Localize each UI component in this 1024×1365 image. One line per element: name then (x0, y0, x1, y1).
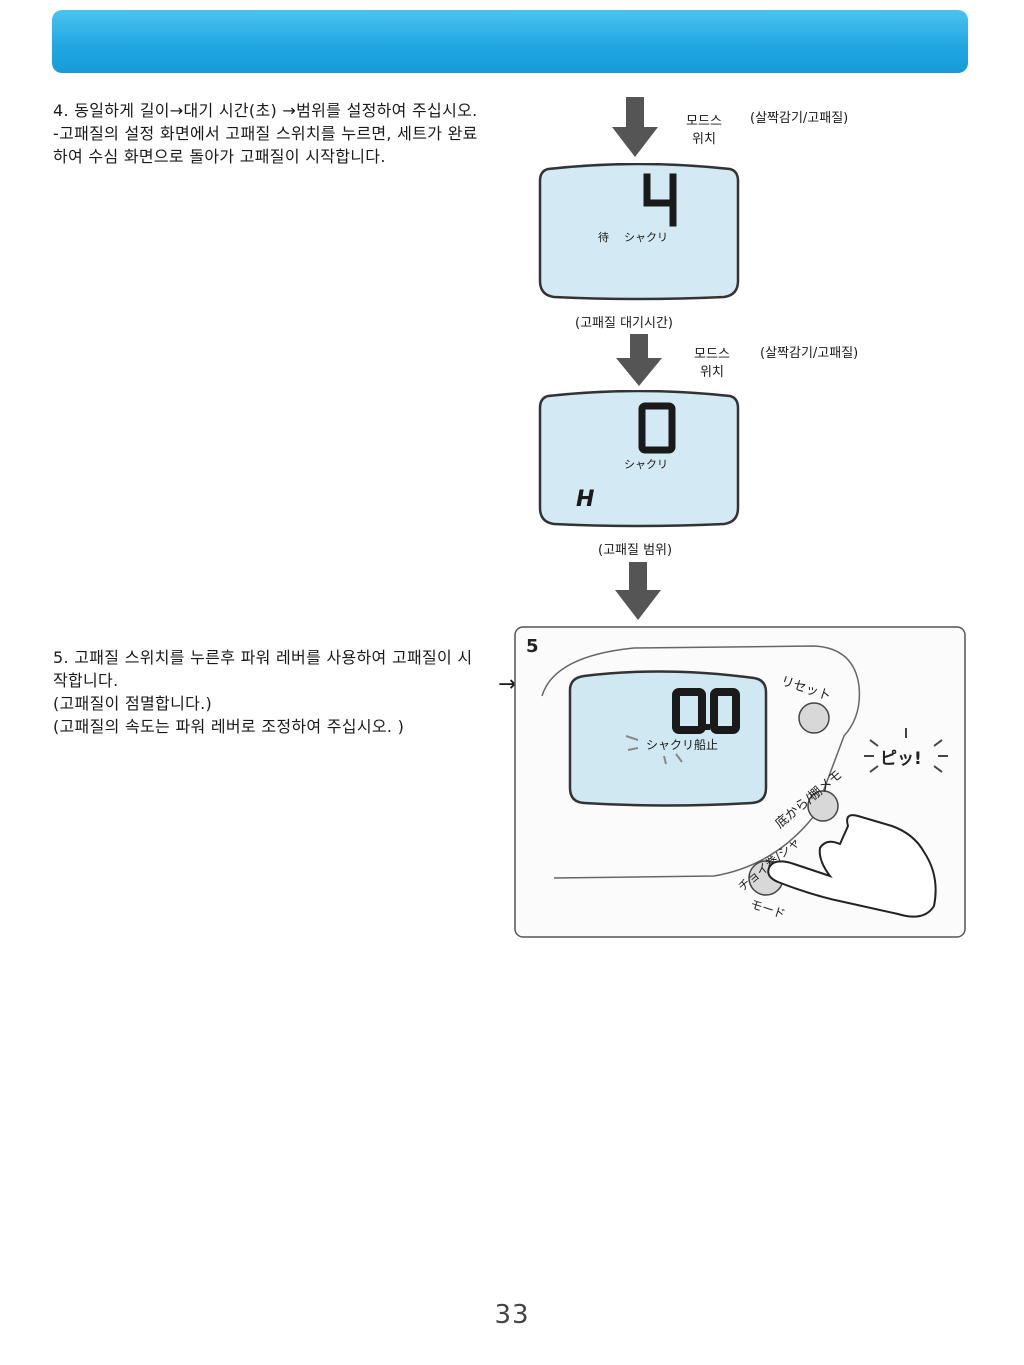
readout-glyph (672, 688, 740, 734)
mode-switch-label: 모드스 위치 (694, 347, 730, 380)
digit-0-glyph (638, 402, 676, 454)
step4-line1: 4. 동일하게 길이→대기 시간(초) →범위를 설정하여 주십시오. (53, 101, 478, 120)
step4-line2: -고패질의 설정 화면에서 고패질 스위치를 누르면, 세트가 완료하여 수심 … (53, 124, 478, 166)
digit-4-glyph (643, 173, 677, 227)
bottom-memo-button (807, 790, 839, 822)
range-indicator: H (576, 487, 594, 512)
step4-text: 4. 동일하게 길이→대기 시간(초) →범위를 설정하여 주십시오. -고패질… (53, 99, 483, 168)
down-arrow-icon (612, 97, 658, 157)
lcd-screen-wait-time: 待 シャクリ (538, 163, 740, 301)
down-arrow-icon (615, 562, 661, 620)
panel-step-number: 5 (526, 636, 539, 657)
header-bar (52, 10, 968, 73)
step5-line3: (고패질의 속도는 파워 레버로 조정하여 주십시오. ) (53, 717, 405, 736)
mode-switch-label: 모드스 위치 (686, 114, 722, 147)
wait-time-caption: (고패질 대기시간) (575, 316, 673, 331)
side-arrow: → (498, 672, 517, 697)
page-number: 33 (494, 1300, 530, 1330)
range-caption: (고패질 범위) (598, 543, 673, 558)
blink-marks-icon (625, 735, 683, 765)
jig-mode-label: (살짝감기/고패질) (760, 346, 859, 361)
beep-label: ピッ! (880, 749, 922, 769)
reset-button (798, 702, 830, 734)
lcd-screen-range: シャクリ H (538, 390, 740, 528)
panel-status: シャクリ船止 (646, 738, 718, 752)
jig-label: シャクリ (624, 231, 668, 244)
step5-line2: (고패질이 점멸합니다.) (53, 694, 213, 713)
jig-label: シャクリ (624, 458, 668, 471)
down-arrow-icon (616, 334, 662, 386)
pointing-hand-icon (767, 814, 937, 918)
beep-sparkle-icon (864, 728, 948, 773)
wait-label: 待 (598, 230, 609, 244)
device-panel-illustration: 5 シャクリ船止 リセット 底から/棚メモ チョイ巻/シャ モード ピッ! (514, 626, 966, 938)
step5-text: 5. 고패질 스위치를 누른후 파워 레버를 사용하여 고패질이 시작합니다. … (53, 646, 483, 738)
jig-mode-label: (살짝감기/고패질) (750, 111, 849, 126)
step5-line1: 5. 고패질 스위치를 누른후 파워 레버를 사용하여 고패질이 시작합니다. (53, 648, 473, 690)
